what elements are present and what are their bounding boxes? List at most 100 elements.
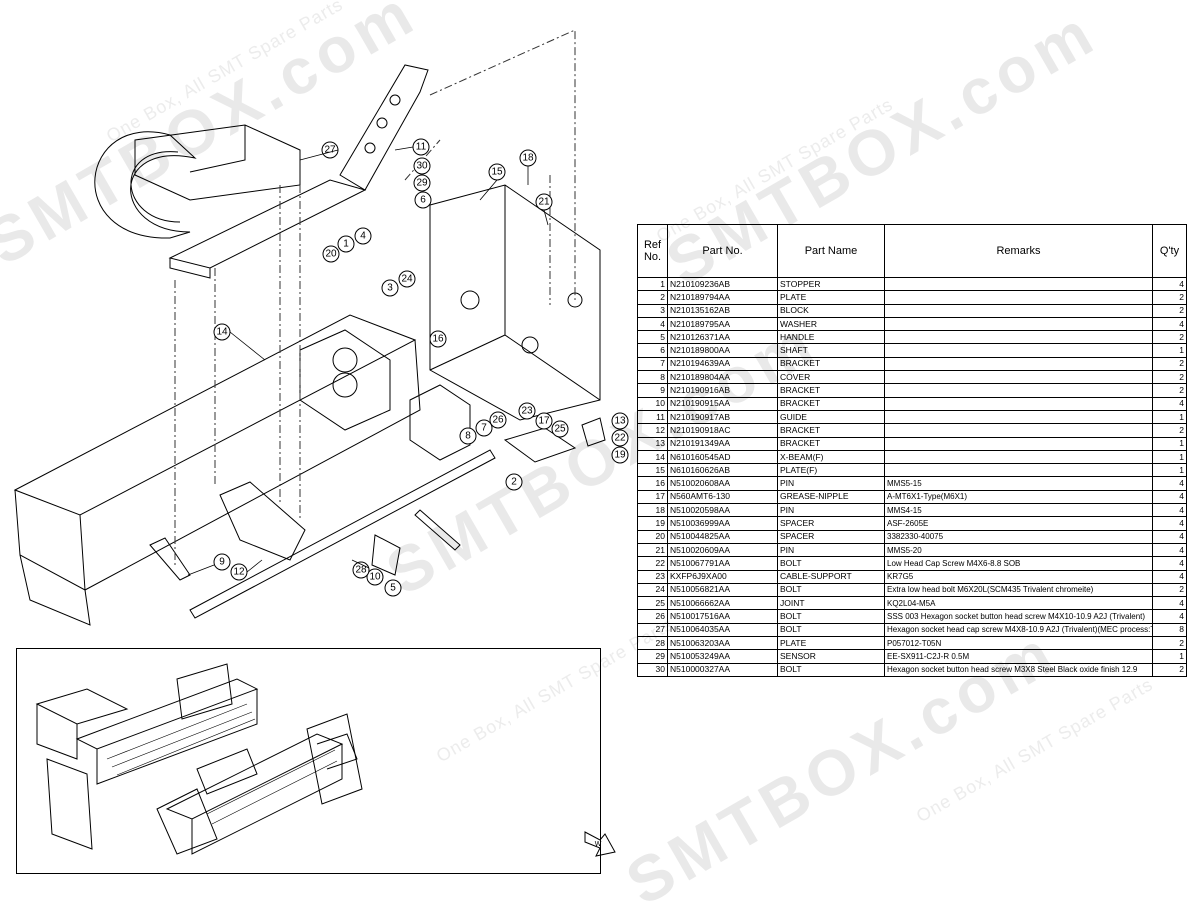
callout-27: 27 [321,141,339,159]
cell-ref: 5 [637,330,668,345]
cell-qty: 4 [1152,476,1187,491]
cell-ref: 30 [637,662,668,677]
cell-part-no: N210190916AB [667,383,778,398]
callout-9: 9 [213,553,231,571]
header-part-name: Part Name [777,224,885,278]
cell-part-name: COVER [777,370,885,385]
cell-remarks: MMS4-15 [884,503,1153,518]
cell-part-no: N510044825AA [667,529,778,544]
cell-remarks: Extra low head bolt M6X20L(SCM435 Trival… [884,582,1153,598]
cell-ref: 17 [637,489,668,505]
cell-part-no: KXFP6J9XA00 [667,569,778,584]
svg-text:7: 7 [481,423,487,434]
cell-ref: 27 [637,622,668,638]
callout-29: 29 [413,174,431,192]
svg-text:30: 30 [416,161,428,172]
bracket-13 [581,417,606,447]
cell-part-no: N210135162AB [667,303,778,318]
svg-text:15: 15 [491,167,503,178]
cell-qty: 2 [1152,423,1187,438]
cell-qty: 2 [1152,582,1187,598]
cell-remarks: SSS 003 Hexagon socket button head screw… [884,609,1153,624]
cell-remarks: ASF-2605E [884,516,1153,531]
callout-2: 2 [505,473,523,491]
cell-remarks: MMS5-15 [884,476,1153,491]
cell-ref: 28 [637,636,668,651]
cell-ref: 29 [637,649,668,664]
callout-30: 30 [413,157,431,175]
cell-ref: 25 [637,596,668,611]
cell-remarks [884,356,1153,372]
cell-remarks [884,463,1153,478]
cell-remarks [884,343,1153,358]
svg-text:4: 4 [360,231,366,242]
table-header-row: Ref No. Part No. Part Name Remarks Q'ty [637,224,1187,278]
cell-part-name: BRACKET [777,383,885,398]
inset-overview-view [16,648,601,874]
cell-qty: 1 [1152,449,1187,465]
cell-qty: 2 [1152,356,1187,372]
bracket-9 [149,537,191,581]
bracket-10 [371,534,401,576]
cell-remarks [884,383,1153,398]
cell-qty: 2 [1152,290,1187,305]
cell-part-name: SPACER [777,529,885,544]
cell-part-name: BOLT [777,662,885,677]
cell-remarks: Hexagon socket head cap screw M4X8-10.9 … [884,622,1153,638]
cell-remarks [884,449,1153,465]
svg-text:29: 29 [416,178,428,189]
cell-qty: 4 [1152,316,1187,332]
callout-4: 4 [354,227,372,245]
svg-text:12: 12 [233,567,245,578]
svg-text:25: 25 [554,424,566,435]
svg-text:28: 28 [355,565,367,576]
cell-qty: 4 [1152,556,1187,571]
callout-12: 12 [230,563,248,581]
callout-17: 17 [535,412,553,430]
cell-qty: 8 [1152,622,1187,638]
svg-text:23: 23 [521,406,533,417]
svg-text:16: 16 [432,334,444,345]
cell-remarks [884,409,1153,425]
cell-remarks [884,330,1153,345]
cell-part-name: BOLT [777,582,885,598]
cell-remarks [884,396,1153,411]
svg-text:9: 9 [219,557,225,568]
cell-part-name: X-BEAM(F) [777,449,885,465]
svg-text:W: W [595,841,602,848]
cell-part-name: SENSOR [777,649,885,664]
cell-remarks: 3382330-40075 [884,529,1153,544]
cell-part-no: N210189794AA [667,290,778,305]
svg-text:3: 3 [387,283,393,294]
cell-part-name: PLATE [777,636,885,651]
callout-5: 5 [384,579,402,597]
cell-part-no: N210194639AA [667,356,778,372]
svg-text:11: 11 [416,142,427,153]
cell-qty: 1 [1152,463,1187,478]
cell-remarks: Hexagon socket button head screw M3X8 St… [884,662,1153,677]
cell-ref: 9 [637,383,668,398]
callout-6: 6 [414,191,432,209]
cell-part-no: N510020608AA [667,476,778,491]
cell-part-name: BRACKET [777,356,885,372]
callout-14: 14 [213,323,231,341]
callout-25: 25 [551,420,569,438]
callouts: 1 2 3 4 5 6 7 8 9 10 11 12 13 14 15 16 1… [213,138,629,597]
cell-part-name: PIN [777,476,885,491]
cell-ref: 14 [637,449,668,465]
cell-remarks: MMS5-20 [884,542,1153,558]
cell-ref: 4 [637,316,668,332]
callout-23: 23 [518,402,536,420]
